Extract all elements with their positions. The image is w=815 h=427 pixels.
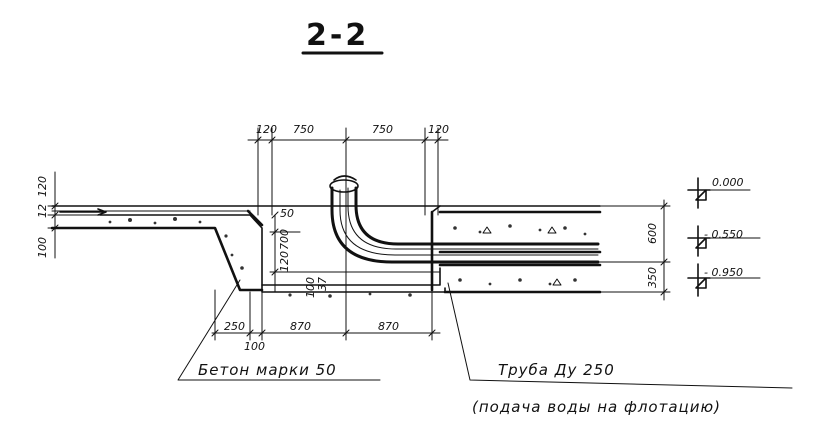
dim-inner-2: 700 (278, 229, 291, 250)
pipe-end-cap (329, 179, 359, 193)
dim-top-4: 120 (428, 123, 449, 136)
dim-right-2: 350 (646, 267, 659, 288)
pipe-note-label: (подача воды на флотацию) (472, 398, 721, 416)
trench-wall (99, 214, 441, 286)
dim-inner-1: 50 (280, 207, 294, 220)
dim-bottom-1: 250 (224, 320, 245, 333)
trench-bottom (261, 284, 446, 293)
dim-bottom-2: 870 (290, 320, 311, 333)
elevation-marks: 0.000 - 0.550 - 0.950 (687, 176, 761, 297)
bottom-dimension-chain: 250 870 870 100 (211, 289, 441, 353)
dim-bottom-4: 100 (244, 340, 265, 353)
top-dimension-chain: 120 750 750 120 (247, 123, 449, 341)
pipe-label: Труба Ду 250 (498, 361, 615, 379)
concrete-label: Бетон марки 50 (198, 361, 337, 379)
dim-top-3: 750 (372, 123, 393, 136)
slab-right-edge (431, 205, 441, 213)
left-dimension-chain: 120 12 100 (36, 171, 111, 259)
dim-left-2: 12 (36, 204, 49, 218)
inner-dimensions: 50 700 120 100 37 (269, 207, 441, 298)
slab-chamfer (246, 209, 264, 227)
dim-inner-5: 37 (316, 277, 329, 291)
pipe-end-top (333, 175, 357, 181)
concrete-leader (177, 279, 381, 381)
concrete-aggregate (108, 217, 587, 298)
dim-bottom-3: 870 (378, 320, 399, 333)
pipe-outer-wall (330, 186, 600, 264)
dim-inner-3: 120 (278, 251, 291, 272)
dim-top-2: 750 (293, 123, 314, 136)
pipe-centerline (339, 189, 599, 256)
elevation-1: - 0.550 (704, 228, 743, 241)
dim-right-1: 600 (646, 223, 659, 244)
dim-inner-4: 100 (304, 277, 317, 298)
right-dimension-chain: 600 350 (599, 199, 671, 301)
dim-left-3: 100 (36, 237, 49, 258)
dim-top-1: 120 (256, 123, 277, 136)
pipe-inner-wall (354, 186, 600, 246)
dim-left-1: 120 (36, 176, 49, 197)
pipe-wall-line (347, 187, 599, 250)
concrete-slab-left (50, 226, 264, 292)
elevation-2: - 0.950 (704, 266, 743, 279)
concrete-slab-right (430, 210, 602, 294)
elevation-0: 0.000 (712, 176, 744, 189)
section-title: 2-2 (306, 18, 369, 53)
pipe-leader (447, 282, 793, 389)
